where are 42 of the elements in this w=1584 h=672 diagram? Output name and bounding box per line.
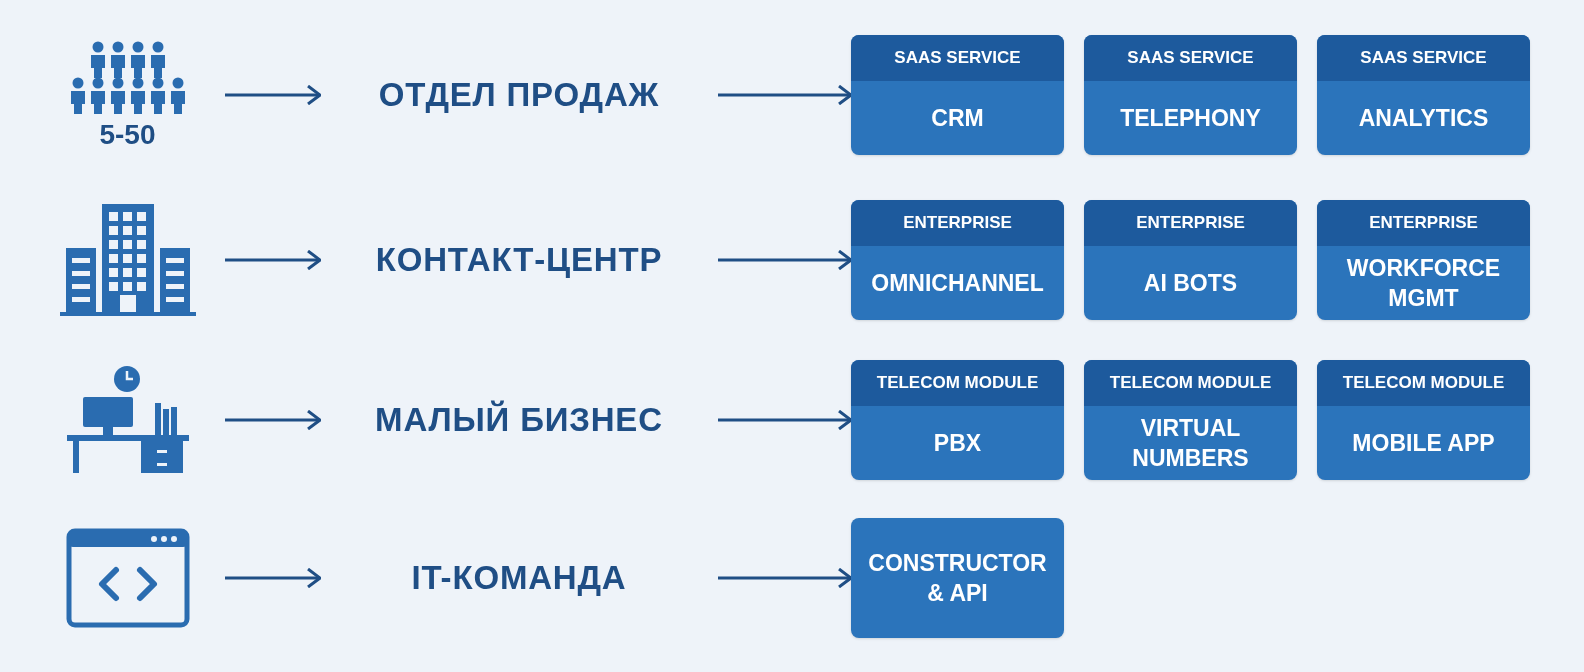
product-name: WORKFORCE MGMT xyxy=(1345,254,1502,313)
product-name: TELEPHONY xyxy=(1120,104,1261,133)
product-card xyxy=(851,35,1064,155)
product-name: AI BOTS xyxy=(1143,269,1238,298)
product-card xyxy=(1317,200,1530,320)
product-card xyxy=(1084,35,1297,155)
arrow xyxy=(718,409,853,431)
segment-title: IT-КОМАНДА xyxy=(411,558,627,599)
card-header: TELECOM MODULE xyxy=(851,360,1064,406)
product-card xyxy=(851,360,1064,480)
card-header: ENTERPRISE xyxy=(851,200,1064,246)
arrow xyxy=(718,249,853,271)
product-card xyxy=(1084,200,1297,320)
product-name: PBX xyxy=(933,429,982,458)
product-card xyxy=(1084,360,1297,480)
product-name: VIRTUAL NUMBERS xyxy=(1131,414,1250,473)
segment-title: МАЛЫЙ БИЗНЕС xyxy=(375,399,663,441)
card-header: TELECOM MODULE xyxy=(1317,360,1530,406)
product-card xyxy=(851,518,1064,638)
card-header: SAAS SERVICE xyxy=(851,35,1064,81)
arrow xyxy=(225,84,322,106)
card-header: SAAS SERVICE xyxy=(1317,35,1530,81)
card-header: SAAS SERVICE xyxy=(1084,35,1297,81)
arrow xyxy=(718,84,853,106)
card-header: TELECOM MODULE xyxy=(1084,360,1297,406)
product-card xyxy=(1317,35,1530,155)
card-header: ENTERPRISE xyxy=(1317,200,1530,246)
arrow xyxy=(225,409,322,431)
group-size-caption: 5-50 xyxy=(99,121,156,149)
card-header: ENTERPRISE xyxy=(1084,200,1297,246)
segment-title: КОНТАКТ-ЦЕНТР xyxy=(375,240,663,281)
product-name: MOBILE APP xyxy=(1352,429,1495,458)
product-name: ANALYTICS xyxy=(1358,104,1489,133)
product-name: CRM xyxy=(931,104,984,133)
product-card xyxy=(851,200,1064,320)
arrow xyxy=(718,567,853,589)
product-name: CONSTRUCTOR & API xyxy=(867,549,1048,608)
segment-title: ОТДЕЛ ПРОДАЖ xyxy=(378,75,660,116)
product-name: OMNICHANNEL xyxy=(871,269,1044,298)
product-card xyxy=(1317,360,1530,480)
arrow xyxy=(225,249,322,271)
arrow xyxy=(225,567,322,589)
